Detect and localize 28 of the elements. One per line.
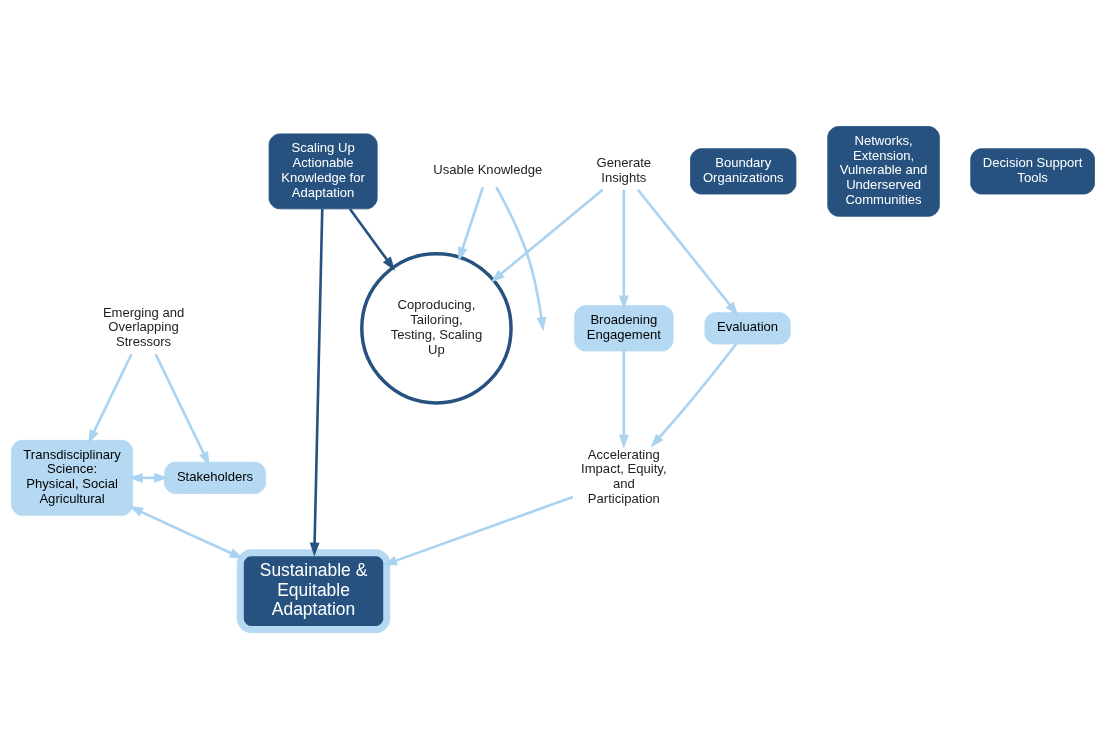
node-text: Accelerating Impact, Equity, and Participation — [581, 446, 667, 506]
arrow — [88, 353, 133, 444]
arrow — [650, 342, 738, 447]
node-text: Usable Knowledge — [433, 161, 543, 177]
node-box: Broadening Engagement — [574, 304, 674, 351]
node-box: Evaluation — [704, 311, 791, 344]
arrow — [458, 186, 485, 261]
arrow — [490, 188, 604, 282]
arrow — [618, 350, 629, 449]
arrow — [636, 188, 739, 316]
node-box: Scaling Up Actionable Knowledge for Adaptation — [268, 132, 378, 209]
node-box: Networks, Extension, Vulnerable and Underserved Communities — [827, 125, 940, 217]
node-box: Boundary Organizations — [690, 147, 797, 194]
node-box: Decision Support Tools — [970, 147, 1095, 194]
node-box: Transdisciplinary Science: Physical, Social Agricultural — [11, 439, 134, 516]
node-box: Stakeholders — [164, 461, 266, 494]
node-text: Generate Insights — [596, 154, 652, 185]
node-text: Emerging and Overlapping Stressors — [102, 304, 185, 349]
arrow — [129, 505, 244, 559]
arrow — [495, 186, 547, 331]
arrow — [348, 207, 396, 271]
arrow — [383, 495, 574, 565]
arrow — [128, 472, 169, 483]
arrow — [154, 353, 210, 466]
arrow — [309, 208, 324, 557]
node-circle: Coproducing, Tailoring, Testing, Scaling Up — [360, 251, 513, 405]
node-box: Sustainable & Equitable Adaptation — [236, 548, 391, 633]
arrow — [618, 189, 629, 309]
